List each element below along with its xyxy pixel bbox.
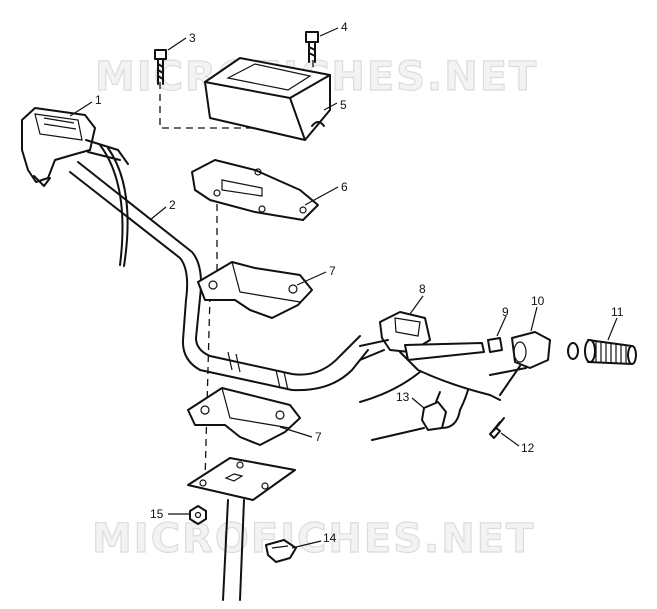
callout-3: 3 (189, 31, 196, 45)
callout-7-upper: 7 (329, 264, 336, 278)
part-5-handlebar-cover (204, 57, 331, 141)
part-4-bolt (305, 31, 319, 63)
callout-11: 11 (611, 305, 624, 319)
callout-7-lower: 7 (315, 430, 322, 444)
callout-9: 9 (502, 305, 509, 319)
part-13-kill-switch (371, 389, 469, 441)
part-2-handlebar (69, 161, 369, 392)
callout-1: 1 (95, 93, 102, 107)
part-3-bolt (154, 49, 167, 85)
part-15-nut (189, 505, 207, 525)
callout-4: 4 (341, 20, 348, 34)
watermark-bottom: MICROFICHES.NET (92, 516, 535, 562)
callout-6: 6 (341, 180, 348, 194)
callout-14: 14 (323, 531, 337, 545)
part-12-screw (489, 417, 505, 439)
part-1-master-cylinder (21, 107, 129, 267)
callout-12: 12 (521, 441, 535, 455)
part-6-mount-plate (191, 159, 319, 221)
callout-8: 8 (419, 282, 426, 296)
part-10-throttle-housing (489, 331, 551, 396)
callout-15: 15 (150, 507, 164, 521)
part-11-grip (567, 339, 637, 365)
part-14-clip (265, 539, 297, 563)
callout-5: 5 (340, 98, 347, 112)
part-7-upper-clamp (197, 261, 313, 319)
part-7-lower-clamp (187, 387, 301, 446)
part-8-brake-lever (359, 311, 501, 403)
steering-base-plate (187, 457, 296, 601)
callout-10: 10 (531, 294, 545, 308)
callouts: 1 2 3 4 5 6 7 7 8 9 10 11 12 13 14 15 (69, 20, 624, 549)
callout-2: 2 (169, 198, 176, 212)
part-9-cable-end (487, 337, 503, 353)
callout-13: 13 (396, 390, 410, 404)
